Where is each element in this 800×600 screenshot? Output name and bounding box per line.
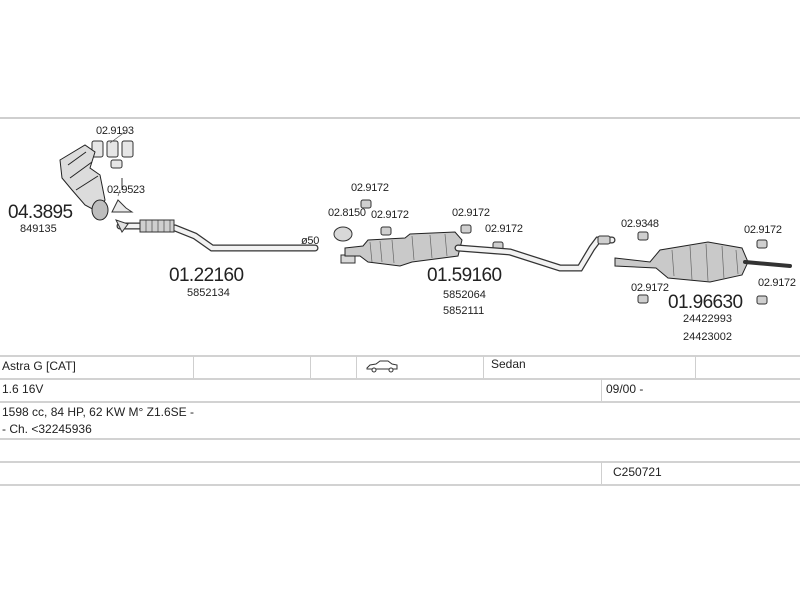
table-border-top (0, 355, 800, 357)
vehicle-model: Astra G [CAT] (2, 359, 76, 373)
table-row-line (0, 438, 800, 440)
part-number-029172-d: 02.9172 (485, 223, 523, 235)
part-ref-24423002: 24423002 (683, 331, 732, 343)
table-column-divider (695, 356, 696, 378)
manifold-catalyst (59, 144, 109, 221)
part-number-029523: 02.9523 (107, 184, 145, 196)
part-ref-5852111: 5852111 (443, 305, 485, 317)
table-column-divider (483, 356, 484, 378)
part-number-028150: 02.8150 (328, 207, 366, 219)
table-column-divider (601, 462, 602, 484)
part-number-029172-g: 02.9172 (758, 277, 796, 289)
part-ref-5852134: 5852134 (187, 287, 230, 299)
part-number-029348: 02.9348 (621, 218, 659, 230)
sedan-car-icon (366, 359, 398, 378)
vehicle-specs: 1598 cc, 84 HP, 62 KW M° Z1.6SE - (2, 405, 194, 419)
part-number-029193: 02.9193 (96, 125, 134, 137)
table-column-divider (601, 379, 602, 401)
clamp-small (111, 199, 134, 213)
part-number-159160: 01.59160 (427, 265, 502, 286)
vehicle-chassis: - Ch. <32245936 (2, 422, 92, 436)
part-number-029172-e: 02.9172 (744, 224, 782, 236)
pipe-diameter-label: ø50 (301, 235, 320, 247)
vehicle-body-type: Sedan (491, 357, 526, 371)
part-number-029172-a: 02.9172 (351, 182, 389, 194)
gasket-set (91, 140, 134, 169)
rear-silencer (614, 241, 792, 283)
part-number-196630: 01.96630 (668, 292, 743, 313)
exhaust-system-diagram (0, 117, 800, 305)
vehicle-engine: 1.6 16V (2, 382, 44, 396)
table-column-divider (356, 356, 357, 378)
table-row-line (0, 378, 800, 380)
part-number-029172-b: 02.9172 (371, 209, 409, 221)
part-number-029172-f: 02.9172 (631, 282, 669, 294)
table-row-line (0, 461, 800, 463)
part-ref-24422993: 24422993 (683, 313, 732, 325)
middle-silencer (344, 231, 616, 272)
part-number-122160: 01.22160 (169, 265, 244, 286)
part-number-043895: 04.3895 (8, 202, 73, 223)
table-column-divider (193, 356, 194, 378)
table-border-bottom (0, 484, 800, 486)
vehicle-date: 09/00 - (606, 382, 644, 396)
part-number-029172-c: 02.9172 (452, 207, 490, 219)
vehicle-code: C250721 (613, 465, 662, 479)
rubber-hangers-rear (597, 231, 768, 305)
front-pipe (115, 219, 319, 252)
table-row-line (0, 401, 800, 403)
part-ref-849135: 849135 (20, 223, 57, 235)
part-ref-5852064: 5852064 (443, 289, 486, 301)
gasket-028150 (333, 226, 356, 264)
table-column-divider (310, 356, 311, 378)
